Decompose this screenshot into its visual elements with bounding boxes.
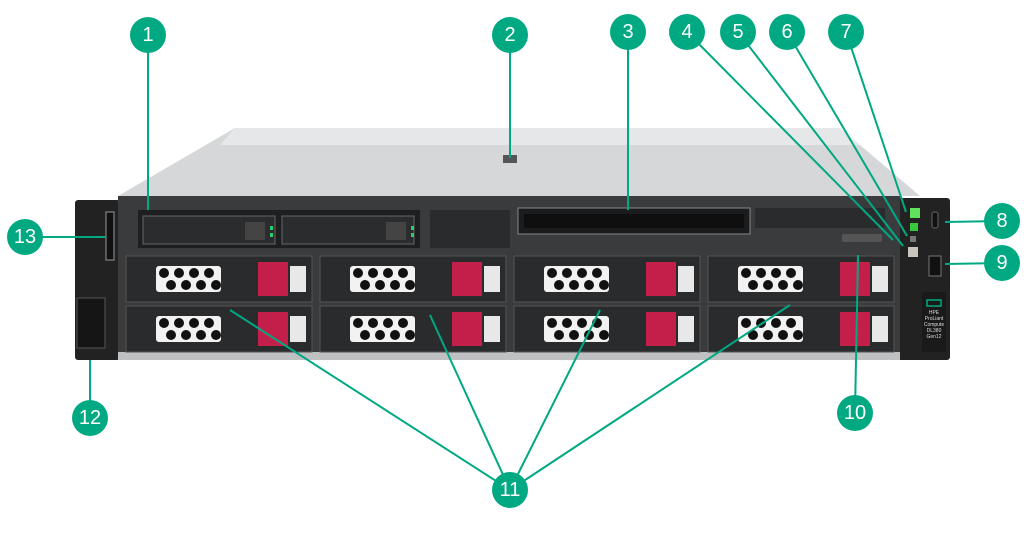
drive-box-label <box>76 297 106 349</box>
drive-release-latch[interactable] <box>840 262 870 296</box>
drive-release-latch[interactable] <box>840 312 870 346</box>
drive-release-latch[interactable] <box>452 262 482 296</box>
drive-release-latch[interactable] <box>258 262 288 296</box>
callout-leader-lines <box>25 31 1003 491</box>
callout-4: 4 <box>669 14 705 50</box>
badge-line: ProLiant <box>925 316 944 322</box>
upper-drive-cage <box>138 210 510 248</box>
lff-drive[interactable] <box>319 305 507 353</box>
callout-number: 9 <box>996 252 1007 274</box>
nic-led <box>910 236 916 242</box>
lff-drive[interactable] <box>125 305 313 353</box>
lff-drive[interactable] <box>319 255 507 303</box>
leader-line <box>229 309 511 491</box>
vent-grille-right <box>755 208 885 228</box>
leader-line <box>854 254 859 414</box>
lff-drive-bays <box>125 255 895 353</box>
display-port[interactable] <box>842 234 882 242</box>
badge-line: Gen12 <box>926 334 941 340</box>
serial-label-pull-tab[interactable] <box>105 211 115 261</box>
callout-8: 8 <box>984 203 1020 239</box>
leader-line <box>509 304 791 491</box>
callout-number: 1 <box>142 24 153 46</box>
callout-1: 1 <box>130 17 166 53</box>
callout-number: 2 <box>504 24 515 46</box>
callout-10: 10 <box>837 395 873 431</box>
uid-button[interactable] <box>908 247 918 257</box>
lff-drive[interactable] <box>125 255 313 303</box>
callout-5: 5 <box>720 14 756 50</box>
callout-number: 10 <box>844 402 866 424</box>
model-badge: HPE ProLiant Compute DL380 Gen12 <box>922 292 946 352</box>
callout-number: 4 <box>681 21 692 43</box>
lff-drive[interactable] <box>513 255 701 303</box>
lff-drive[interactable] <box>707 305 895 353</box>
leader-line <box>737 31 904 247</box>
callout-3: 3 <box>610 14 646 50</box>
leader-line <box>509 309 601 491</box>
lff-drive[interactable] <box>707 255 895 303</box>
badge-line: HPE <box>929 310 940 316</box>
callout-number: 6 <box>781 21 792 43</box>
leader-line <box>429 314 511 491</box>
server-top-cover-shade <box>220 128 860 145</box>
callout-11: 11 <box>492 472 528 508</box>
drive-release-latch[interactable] <box>452 312 482 346</box>
health-led <box>910 223 918 231</box>
top-logo-plate <box>503 155 517 163</box>
callout-13: 13 <box>7 219 43 255</box>
usb-c-port[interactable] <box>931 211 939 229</box>
callout-number: 12 <box>79 407 101 429</box>
drive-release-latch[interactable] <box>646 312 676 346</box>
callout-number: 11 <box>500 479 521 501</box>
callout-number: 5 <box>732 21 743 43</box>
drive-release-latch[interactable] <box>646 262 676 296</box>
drive-release-latch[interactable] <box>258 312 288 346</box>
callout-6: 6 <box>769 14 805 50</box>
usb-a-port[interactable] <box>928 255 942 277</box>
bezel-bottom-edge <box>118 352 900 360</box>
callout-number: 7 <box>840 21 851 43</box>
callout-number: 3 <box>622 21 633 43</box>
leader-line <box>786 31 908 237</box>
callout-number: 13 <box>14 226 36 248</box>
badge-line: Compute <box>924 322 945 328</box>
lff-drive[interactable] <box>513 305 701 353</box>
callout-12: 12 <box>72 400 108 436</box>
power-button[interactable] <box>910 208 920 218</box>
callout-number: 8 <box>996 210 1007 232</box>
vent-grille <box>524 214 744 228</box>
callout-2: 2 <box>492 17 528 53</box>
callout-7: 7 <box>828 14 864 50</box>
callout-9: 9 <box>984 245 1020 281</box>
badge-line: DL380 <box>927 328 942 334</box>
leader-line <box>845 31 907 213</box>
leader-line <box>686 31 894 241</box>
